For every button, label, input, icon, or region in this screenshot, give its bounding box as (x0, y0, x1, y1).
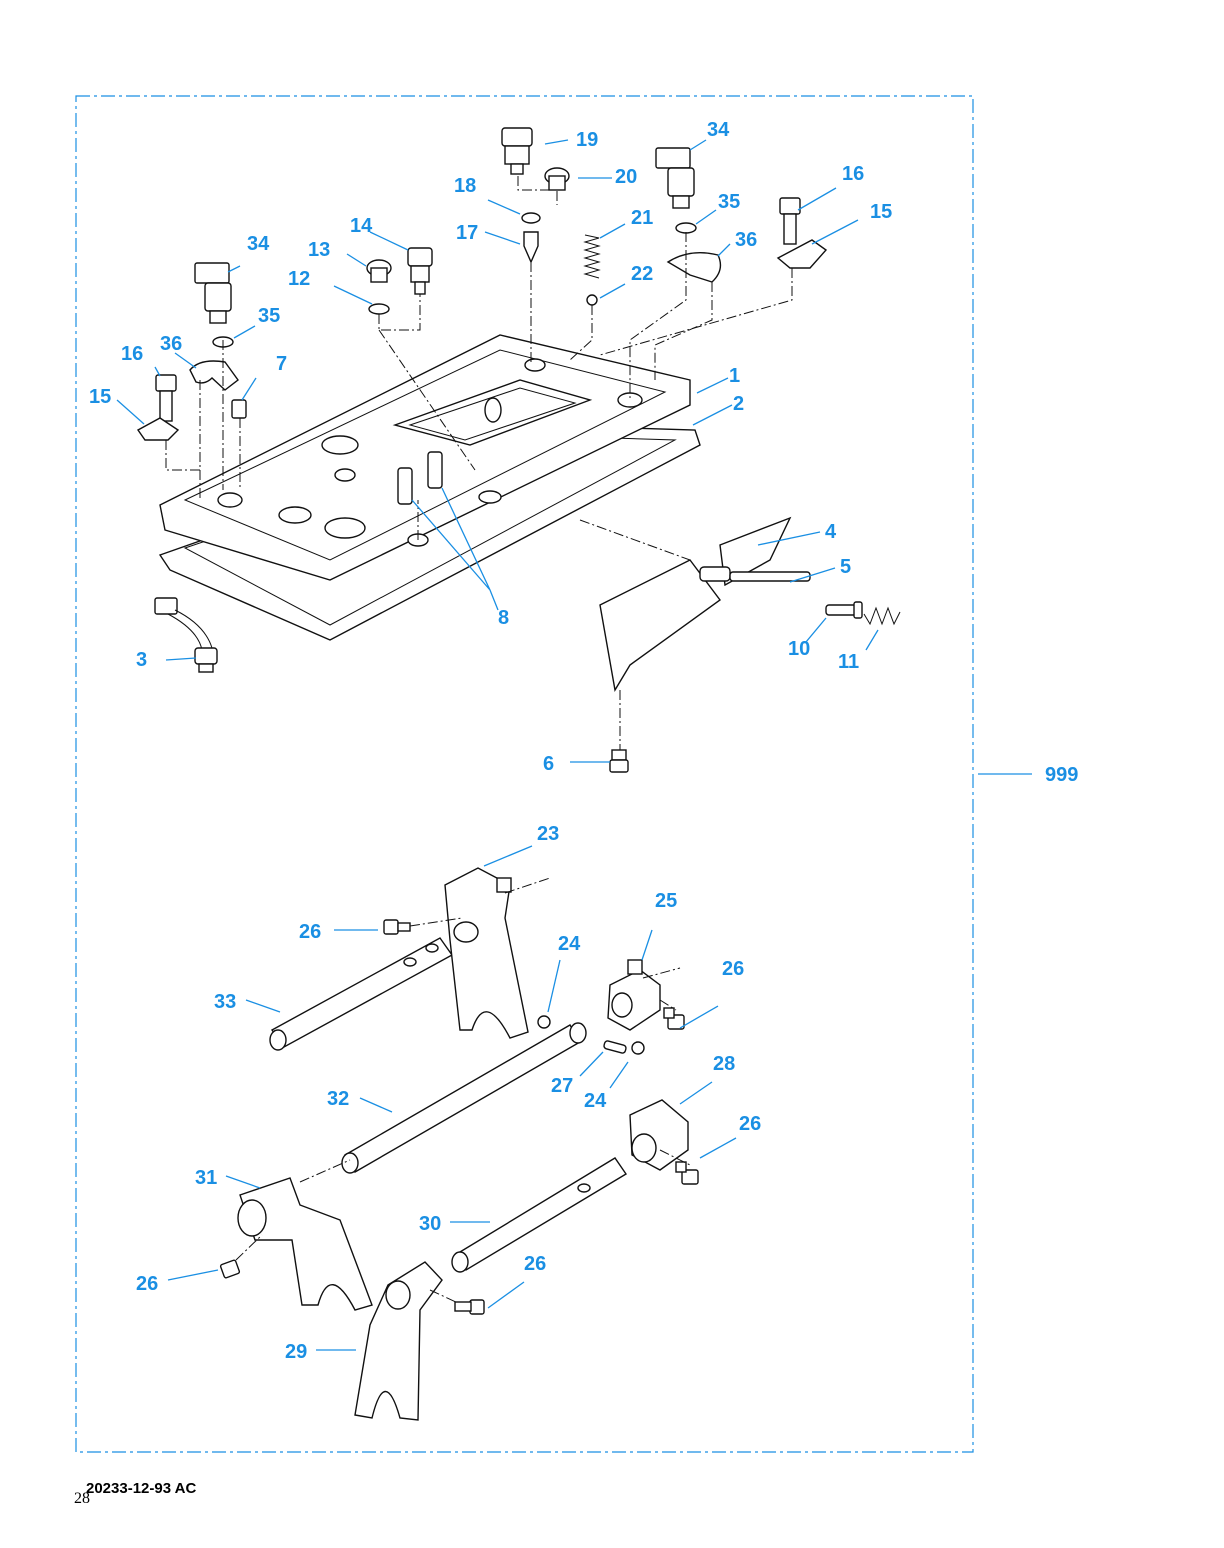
rail-chain-lines (235, 877, 691, 1304)
callout-8: 8 (498, 607, 509, 629)
leader-lines (116, 139, 1032, 1351)
callout-27: 27 (551, 1075, 573, 1097)
left-speed-sensor-illustration (194, 262, 232, 324)
detent-pin-illustration (523, 231, 539, 264)
callout-36-left: 36 (160, 333, 182, 355)
top-switch-illustration (501, 127, 533, 175)
right-o-ring-illustration (675, 222, 697, 234)
washer-illustration (368, 303, 390, 315)
callout-26-b: 26 (722, 958, 744, 980)
ball-24a-illustration (537, 1015, 551, 1029)
callout-10: 10 (788, 638, 810, 660)
callout-31: 31 (195, 1167, 217, 1189)
cover-plate-illustration (159, 334, 691, 581)
rod-illustration (699, 566, 811, 582)
plunger-illustration (825, 601, 863, 619)
right-clamp-illustration (666, 252, 722, 283)
callout-28: 28 (713, 1053, 735, 1075)
callout-33: 33 (214, 991, 236, 1013)
pin-27-illustration (603, 1040, 627, 1054)
callout-17: 17 (456, 222, 478, 244)
plug-illustration (231, 399, 247, 419)
callout-labels: 1 2 3 4 5 6 7 8 10 11 12 13 14 15 15 16 … (89, 119, 1078, 1363)
shift-rail-30-illustration (451, 1157, 627, 1273)
callout-24-bottom: 24 (584, 1090, 607, 1112)
right-speed-sensor-illustration (655, 147, 695, 209)
sender-switch-illustration (154, 597, 218, 673)
right-bolt-illustration (779, 197, 801, 245)
dowel-pins-illustration (397, 451, 443, 505)
screw-plug-illustration (366, 259, 392, 283)
callout-6: 6 (543, 753, 554, 775)
assembly-chain-lines (165, 176, 793, 750)
callout-20: 20 (615, 166, 637, 188)
left-bracket-illustration (136, 417, 180, 441)
top-screw-plug-illustration (544, 167, 570, 191)
switch-illustration (407, 247, 433, 295)
callout-999: 999 (1045, 764, 1078, 786)
callout-26-a: 26 (299, 921, 321, 943)
ball-illustration (586, 294, 598, 306)
callout-16-left: 16 (121, 343, 143, 365)
shift-fork-31-illustration (237, 1177, 373, 1311)
shift-rail-32-illustration (341, 1022, 587, 1174)
callout-13: 13 (308, 239, 330, 261)
set-screw-26a-illustration (383, 919, 411, 935)
shift-rail-33-illustration (269, 937, 454, 1051)
left-clamp-illustration (189, 360, 239, 391)
callout-12: 12 (288, 268, 310, 290)
callout-3: 3 (136, 649, 147, 671)
callout-21: 21 (631, 207, 653, 229)
callout-22: 22 (631, 263, 653, 285)
interlock-plate-illustration (599, 559, 721, 692)
callout-11: 11 (838, 651, 859, 673)
shift-fork-23-illustration (444, 867, 529, 1039)
callout-24-top: 24 (558, 933, 581, 955)
callout-19: 19 (576, 129, 598, 151)
callout-26-c: 26 (739, 1113, 761, 1135)
callout-7: 7 (276, 353, 287, 375)
callout-36-right: 36 (735, 229, 757, 251)
callout-35-left: 35 (258, 305, 280, 327)
callout-2: 2 (733, 393, 744, 415)
ball-24b-illustration (631, 1041, 645, 1055)
shift-block-25-illustration (607, 959, 661, 1031)
small-bolt-illustration (609, 749, 629, 773)
set-screw-26d-illustration (219, 1259, 241, 1279)
callout-26-d: 26 (136, 1273, 158, 1295)
drawing-code: 20233-12-93 AC (86, 1480, 197, 1497)
callout-18: 18 (454, 175, 476, 197)
callout-14: 14 (350, 215, 373, 237)
callout-4: 4 (825, 521, 837, 543)
callout-15-right: 15 (870, 201, 892, 223)
callout-35-right: 35 (718, 191, 740, 213)
callout-34-right: 34 (707, 119, 730, 141)
callout-25: 25 (655, 890, 677, 912)
callout-32: 32 (327, 1088, 349, 1110)
callout-5: 5 (840, 556, 851, 578)
assembly-boundary (75, 95, 974, 1453)
shift-block-28-illustration (629, 1099, 689, 1171)
callout-16-right: 16 (842, 163, 864, 185)
callout-26-e: 26 (524, 1253, 546, 1275)
callout-15-left: 15 (89, 386, 111, 408)
right-bracket-illustration (776, 239, 828, 269)
callout-1: 1 (729, 365, 740, 387)
set-screw-26b-illustration (663, 1007, 685, 1030)
callout-23: 23 (537, 823, 559, 845)
shift-fork-29-illustration (354, 1261, 443, 1421)
page-number: 28 (74, 1490, 90, 1507)
callout-29: 29 (285, 1341, 307, 1363)
spring-illustration (583, 234, 601, 279)
plunger-spring-illustration (863, 606, 901, 626)
set-screw-26e-illustration (454, 1299, 485, 1315)
top-washer-illustration (521, 212, 541, 224)
set-screw-26c-illustration (675, 1161, 699, 1185)
callout-30: 30 (419, 1213, 441, 1235)
callout-34-left: 34 (247, 233, 270, 255)
left-bolt-illustration (155, 374, 177, 422)
